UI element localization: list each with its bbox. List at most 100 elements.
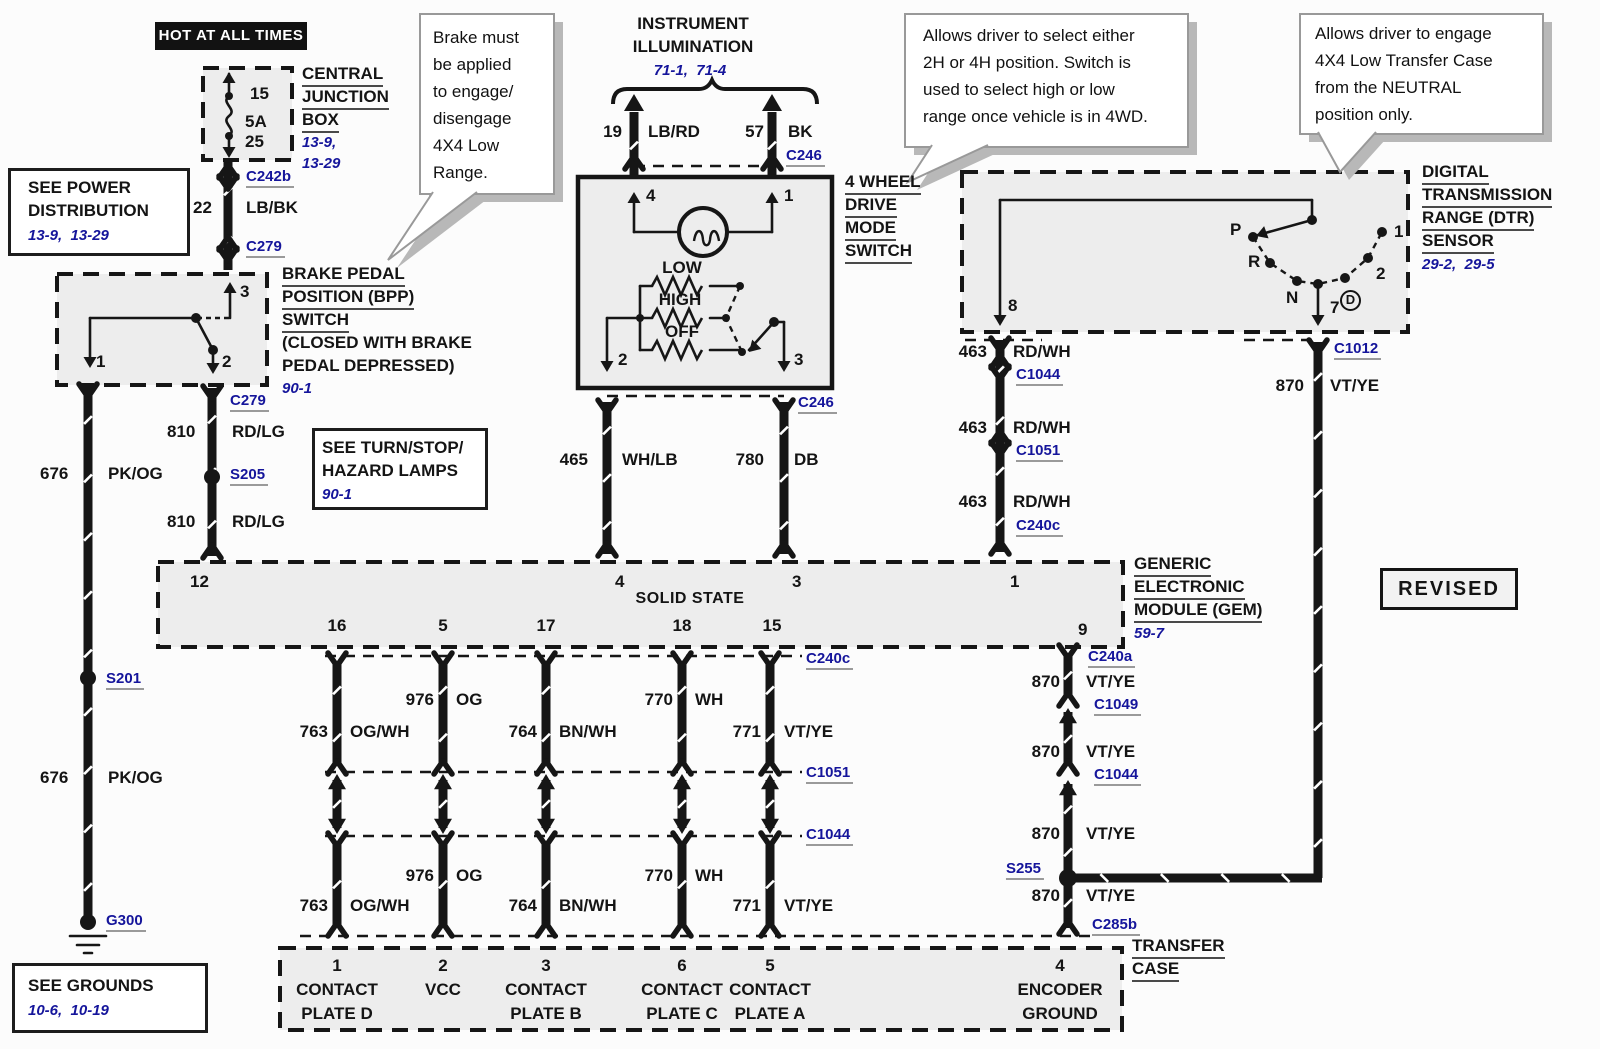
wire-tick [779, 473, 789, 483]
junction-dot [204, 469, 220, 485]
junction-dot [191, 313, 201, 323]
connector-end [767, 830, 782, 849]
wire-tick [83, 473, 93, 484]
connector-end [679, 920, 694, 939]
connector-end [1065, 690, 1080, 709]
junction-dot [80, 914, 96, 930]
wire-tick [602, 473, 612, 483]
wire-tick [1280, 873, 1291, 883]
connector-end [543, 758, 558, 777]
arrowhead [222, 146, 236, 158]
wire-tick [1063, 804, 1073, 815]
fuse-element [225, 94, 233, 138]
junction-dot [1265, 258, 1275, 268]
arrowhead [223, 282, 237, 294]
connector-end [781, 540, 796, 559]
bpp-switch-box [55, 272, 269, 387]
arrowhead [328, 774, 346, 790]
wire-tick [602, 520, 612, 531]
wire-tick [995, 466, 1005, 477]
wire-tick [1313, 779, 1323, 790]
arrowhead [762, 94, 782, 111]
wire-tick [541, 879, 551, 890]
wire-tick [765, 799, 775, 809]
wire-tick [765, 685, 775, 696]
see-grounds-box [12, 963, 208, 1033]
wire-tick [83, 707, 93, 717]
connector-end [1065, 758, 1080, 777]
wire-tick [332, 879, 342, 890]
connector-end [209, 383, 224, 402]
wire-tick [438, 685, 448, 696]
wire-tick [541, 732, 551, 743]
wire-tick [765, 879, 775, 890]
wire-tick [1099, 873, 1110, 883]
wire-tick [438, 799, 448, 809]
junction-dot [1248, 232, 1258, 242]
connector-end [604, 540, 619, 559]
connector-end [997, 335, 1012, 354]
connector-end [781, 397, 796, 416]
arrowhead [600, 360, 614, 372]
wire-tick [541, 799, 551, 809]
arrowhead [537, 774, 555, 790]
wire-tick [1220, 873, 1231, 883]
mode-select-note: Allows driver to select either 2H or 4H … [923, 26, 1148, 126]
dtr-sensor-box [960, 170, 1410, 334]
connector-end [1065, 918, 1080, 937]
connector-end [1315, 337, 1330, 356]
connector-end [679, 650, 694, 669]
connector-end [997, 538, 1012, 557]
illumination-brace [611, 75, 819, 105]
see-power-distribution-box [8, 168, 190, 256]
junction-dot [1363, 253, 1373, 263]
wire-tick [1313, 663, 1323, 674]
brake-callout-balloon [419, 13, 555, 195]
mode-callout-tail [905, 144, 989, 185]
wire-tick [1063, 734, 1073, 744]
wire-tick [332, 799, 342, 809]
wire-tick [677, 685, 687, 696]
transfer-case-box [278, 946, 1124, 1032]
arrowhead [673, 774, 691, 790]
wire-tick [602, 425, 612, 436]
brake-note: Brake must be applied to engage/ disenga… [433, 28, 519, 182]
connector-end [440, 920, 455, 939]
lamp-filament [692, 229, 721, 247]
wire-tick [1313, 488, 1323, 499]
junction-dot [636, 314, 644, 322]
wire-tick [1313, 546, 1323, 557]
junction-dot [1340, 273, 1350, 283]
connector-end [543, 920, 558, 939]
wire-tick [1313, 838, 1323, 848]
arrowhead [222, 72, 236, 84]
wire-tick [1159, 873, 1170, 883]
mode-callout-balloon [904, 13, 1189, 148]
wire-tick [995, 415, 1005, 426]
wire-tick [677, 799, 687, 809]
wire-tick [83, 531, 93, 542]
wire-tick [765, 732, 775, 743]
junction-dot [736, 282, 744, 290]
connector-end [334, 920, 349, 939]
connector-end [225, 173, 240, 192]
arrowhead [434, 818, 452, 834]
arrowhead [777, 360, 791, 372]
resistor [650, 337, 704, 363]
junction-dot [1377, 227, 1387, 237]
junction-dot [208, 345, 218, 355]
resistor [650, 273, 704, 299]
junction-dot [1059, 869, 1077, 887]
arrowhead [993, 314, 1007, 326]
arrowhead [624, 94, 644, 111]
wire-tick [1313, 430, 1323, 441]
junction-dot [1313, 279, 1323, 289]
junction-dot [769, 317, 779, 327]
connector-end [334, 650, 349, 669]
wire-tick [995, 516, 1005, 527]
arrowhead [328, 818, 346, 834]
brake-callout-tail-shadow [397, 200, 486, 268]
connector-end [334, 830, 349, 849]
